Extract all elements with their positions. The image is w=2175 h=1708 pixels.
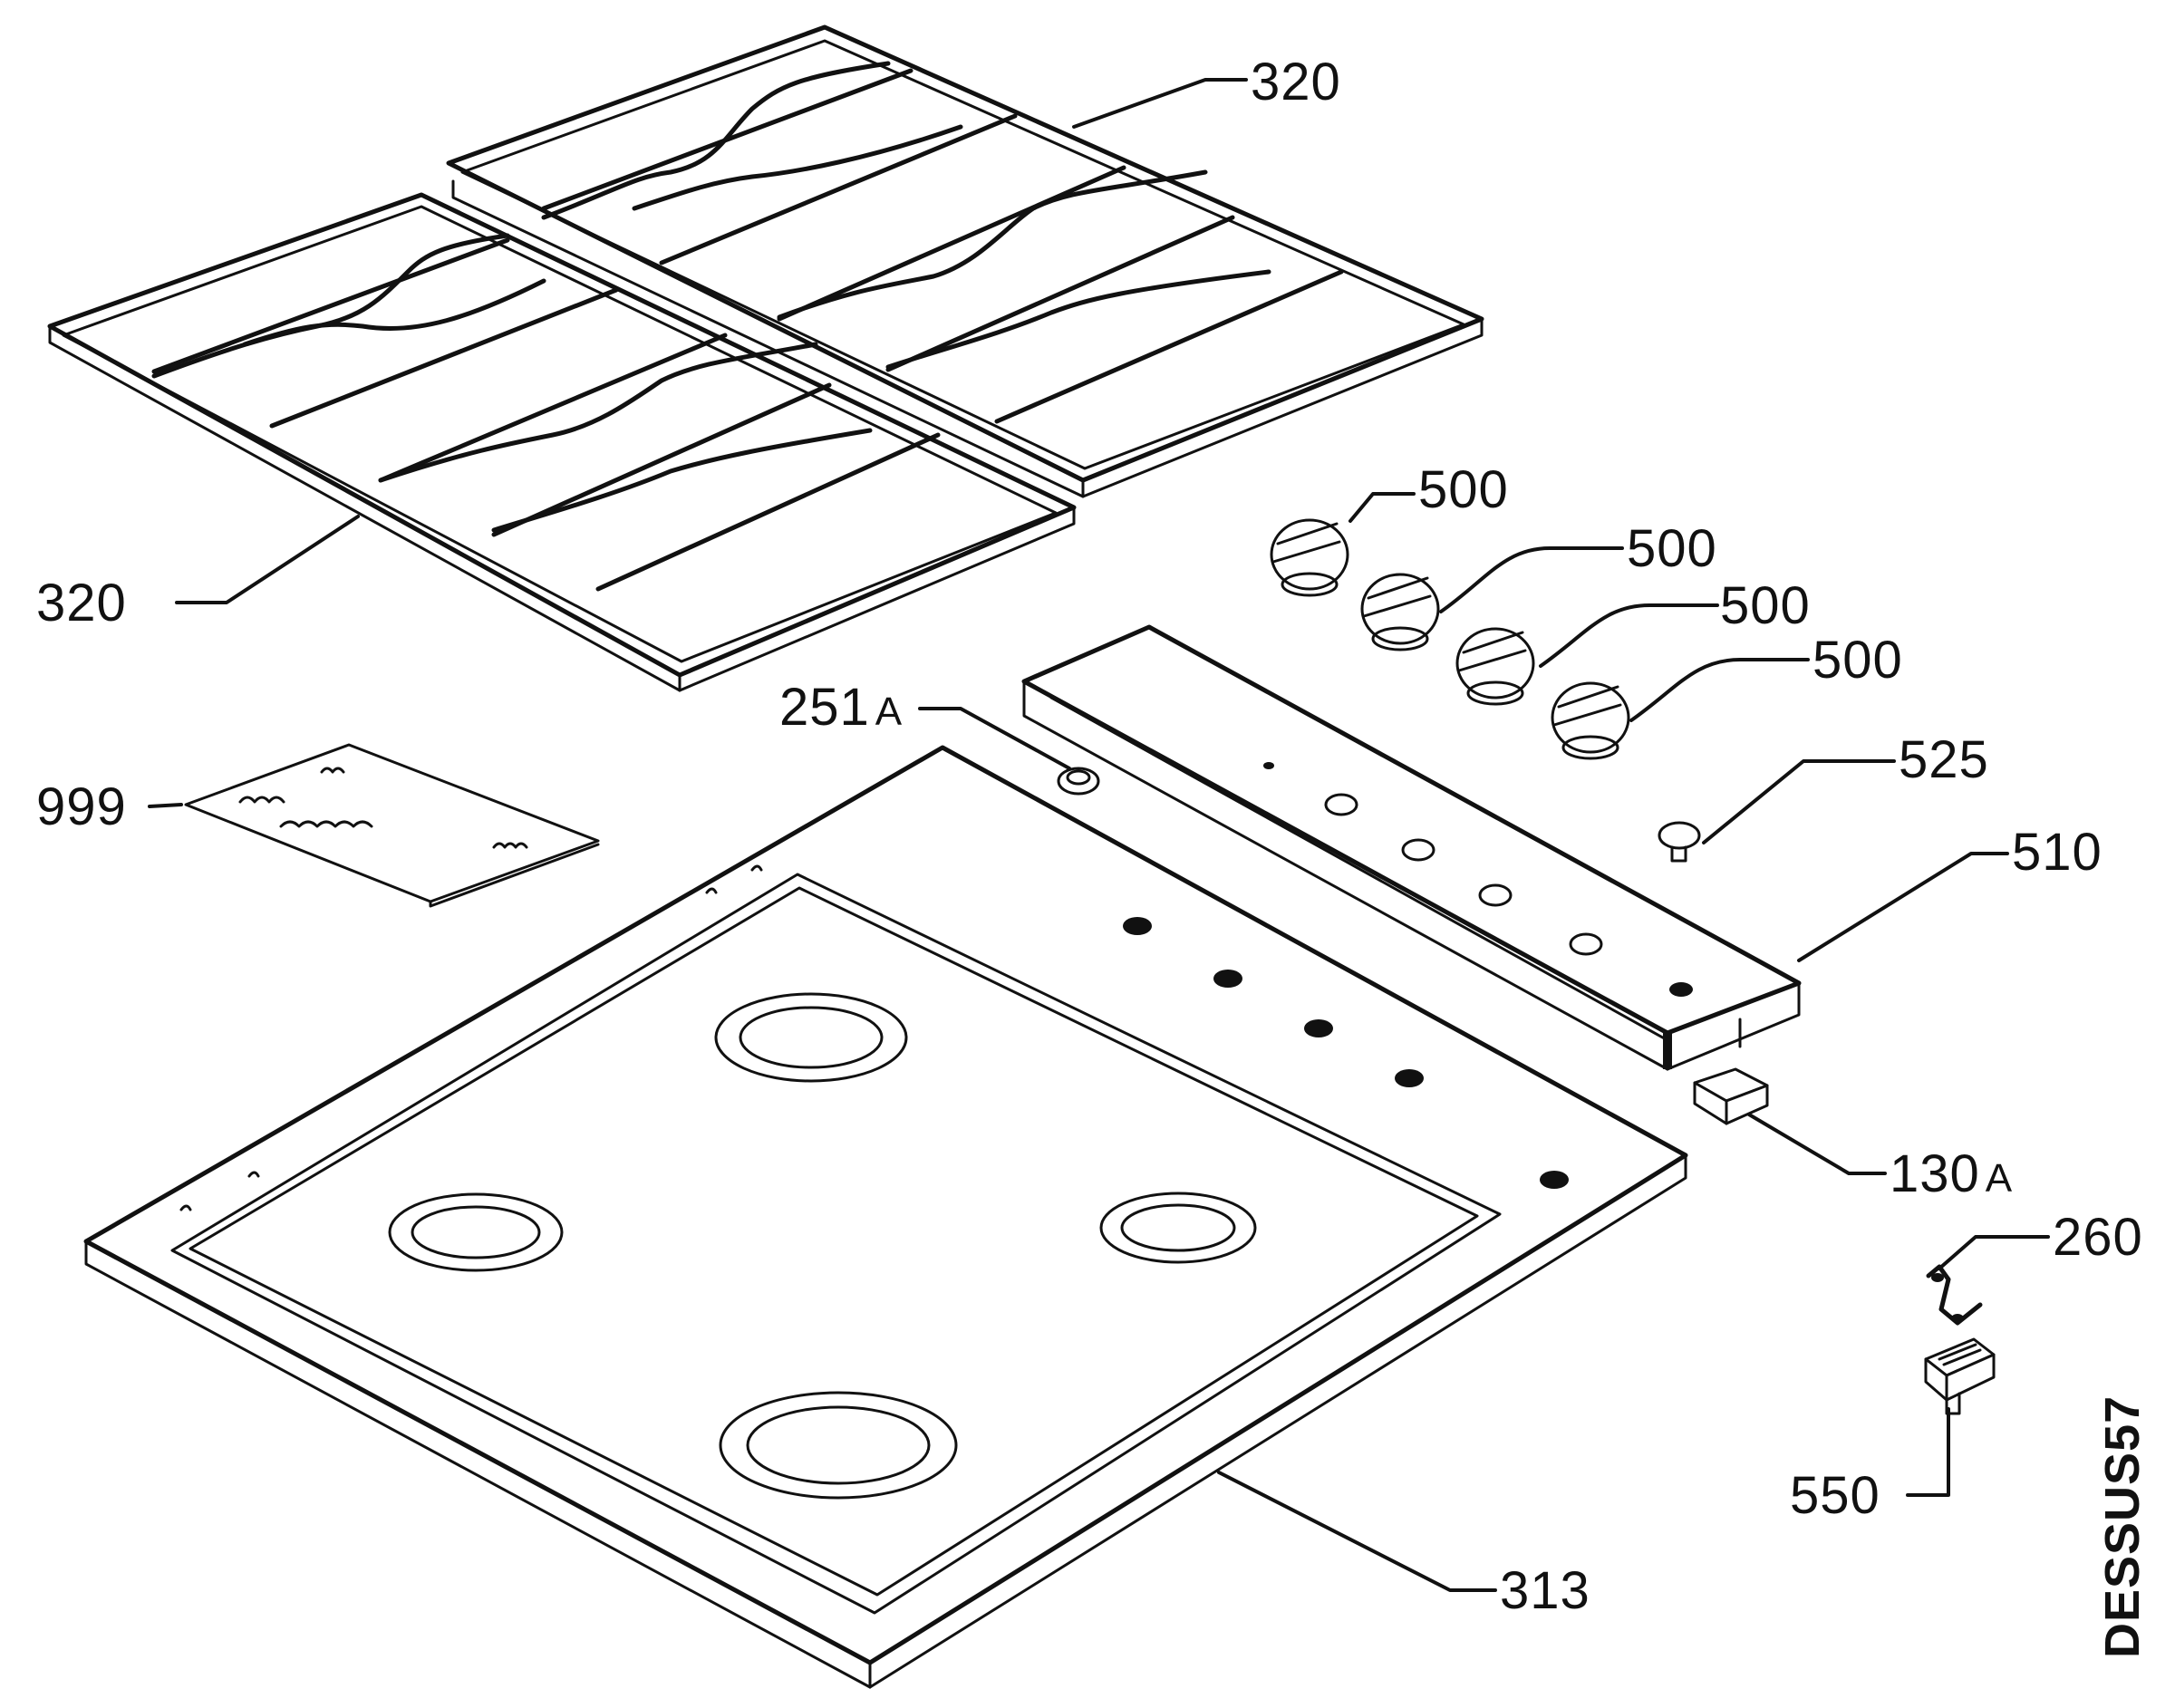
- hob-top-plate: [83, 745, 1688, 1689]
- label-313-hob-top: 313: [1500, 1561, 1590, 1620]
- label-999-manual: 999: [36, 777, 127, 836]
- label-500-knob-1: 500: [1418, 460, 1509, 519]
- instruction-manual: [184, 743, 600, 908]
- control-knob-1: [1270, 518, 1349, 597]
- label-510-panel: 510: [2012, 823, 2102, 882]
- label-550-connector: 550: [1790, 1466, 1880, 1525]
- pan-support-grate-back: [446, 24, 1484, 498]
- label-525-screw: 525: [1899, 730, 1989, 789]
- leader-lines: [148, 78, 2050, 1592]
- label-320-back: 320: [1251, 53, 1341, 111]
- terminal-connector: [1924, 1337, 1996, 1415]
- injector-part: [1057, 767, 1100, 796]
- label-320-front: 320: [36, 574, 127, 632]
- spacer-block: [1693, 1067, 1769, 1125]
- drawing-code: DESSUS57: [2095, 1395, 2150, 1658]
- screw-part: [1658, 821, 1701, 863]
- control-knob-2: [1360, 573, 1440, 651]
- label-500-knob-4: 500: [1812, 631, 1903, 690]
- label-260-clip: 260: [2053, 1208, 2143, 1267]
- control-knob-4: [1551, 681, 1630, 760]
- control-panel-strip: [1021, 624, 1802, 1071]
- control-knob-3: [1455, 627, 1535, 706]
- label-500-knob-3: 500: [1720, 576, 1811, 635]
- pan-support-grate-front: [47, 192, 1077, 692]
- wire-clip: [1926, 1264, 1983, 1326]
- label-500-knob-2: 500: [1627, 519, 1717, 578]
